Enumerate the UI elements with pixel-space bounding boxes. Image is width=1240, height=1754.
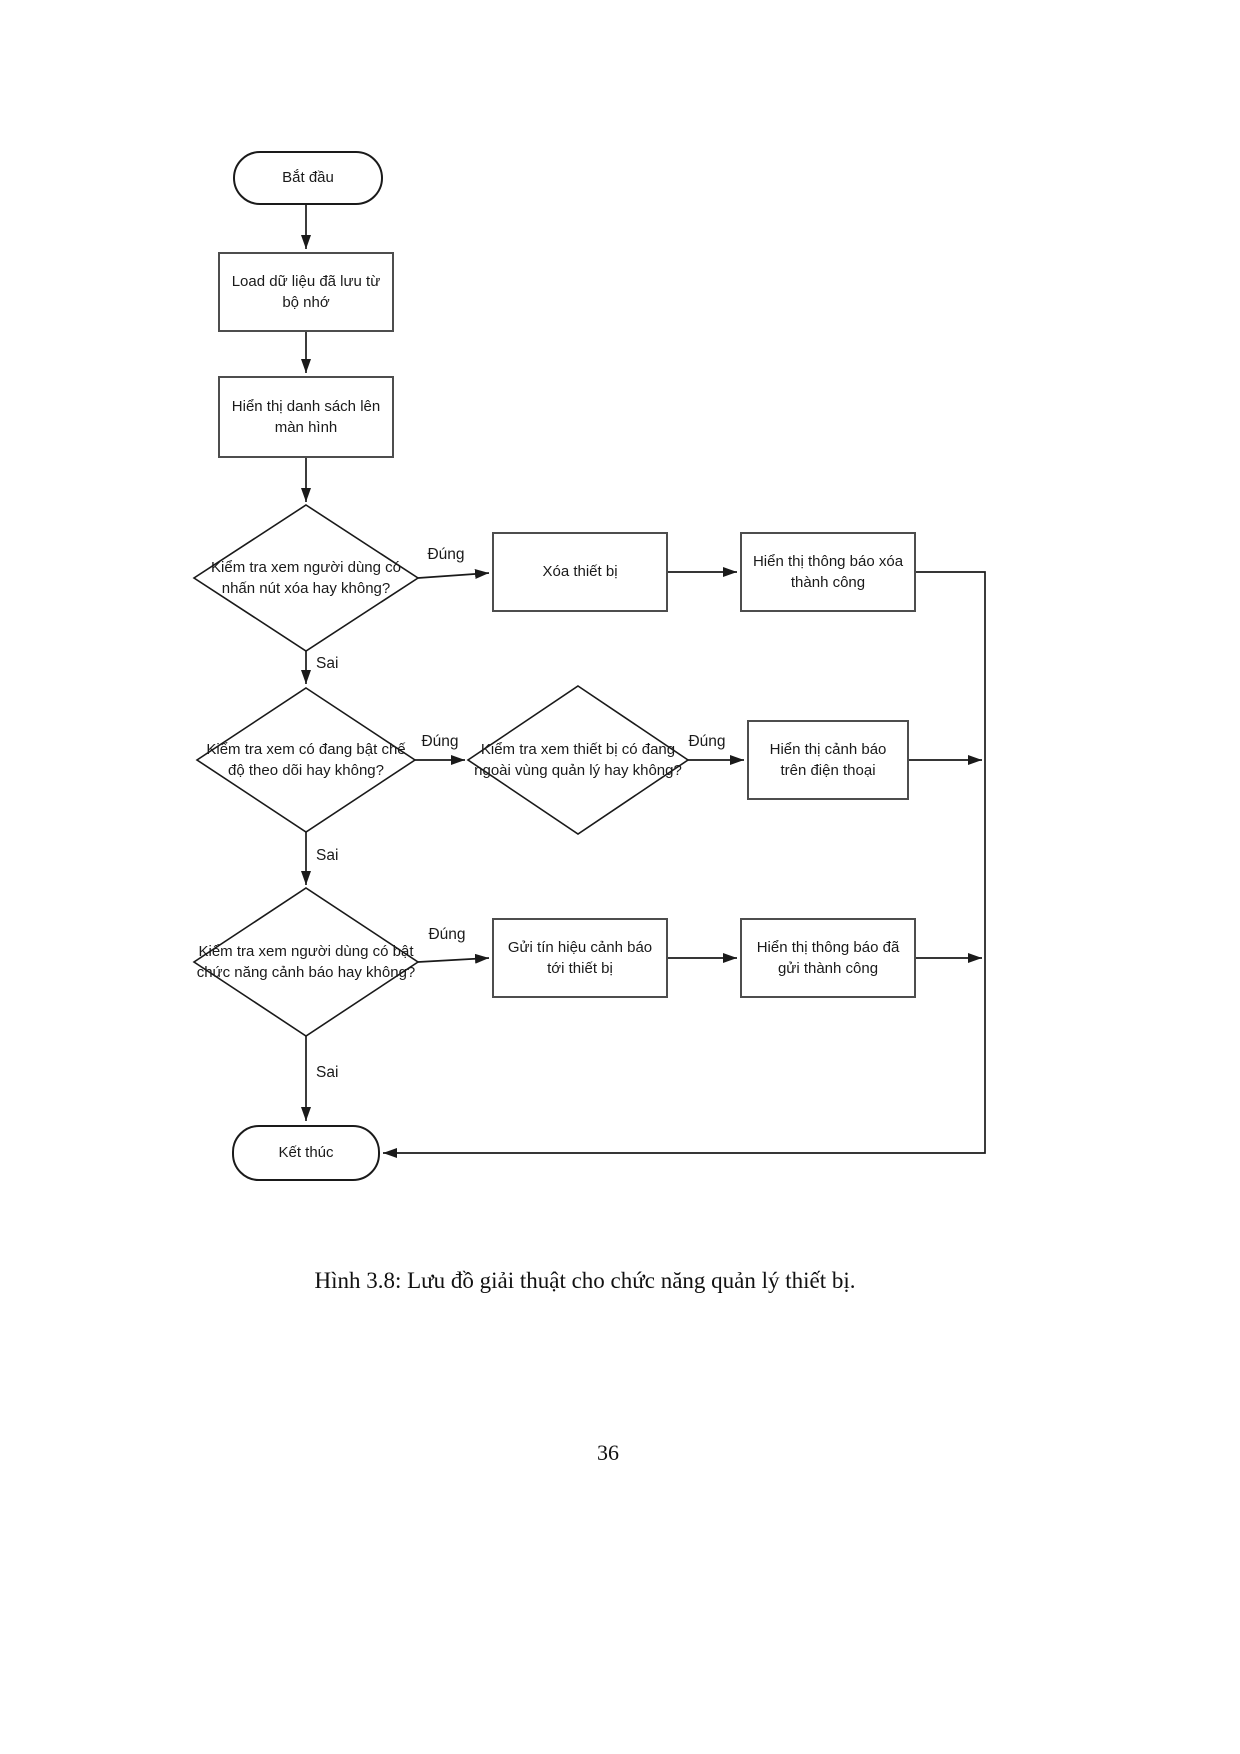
figure-caption: Hình 3.8: Lưu đồ giải thuật cho chức năn…: [314, 1268, 856, 1293]
check-out-of-zone-diamond-shape: [466, 685, 690, 835]
edge-label-delete-false: Sai: [316, 655, 339, 672]
check-alert-diamond-shape: [192, 887, 420, 1037]
start-node-label: Bắt đầu: [282, 169, 334, 187]
notify-delete-success-label: Hiển thị thông báo xóa thành công: [752, 552, 904, 591]
notify-delete-success-node: Hiển thị thông báo xóa thành công: [740, 532, 916, 612]
end-node-label: Kết thúc: [278, 1144, 334, 1162]
edge-label-delete-true: Đúng: [427, 546, 465, 563]
phone-alert-node: Hiển thị cảnh báo trên điện thoại: [747, 720, 909, 800]
load-data-node-label: Load dữ liệu đã lưu từ bộ nhớ: [231, 272, 381, 311]
end-node: Kết thúc: [232, 1125, 380, 1181]
edge-label-out-of-zone-true: Đúng: [688, 733, 726, 750]
load-data-node: Load dữ liệu đã lưu từ bộ nhớ: [218, 252, 394, 332]
display-list-node-label: Hiển thị danh sách lên màn hình: [231, 397, 381, 436]
edge-label-alert-false: Sai: [316, 1064, 339, 1081]
connector-check-delete-true: [417, 568, 490, 579]
check-alert-label: Kiểm tra xem người dùng có bật chức năng…: [196, 942, 416, 981]
connector-notify-delete-to-end: [383, 571, 986, 1158]
edge-label-alert-true: Đúng: [428, 926, 466, 943]
phone-alert-node-label: Hiển thị cảnh báo trên điện thoại: [769, 740, 887, 779]
connector-check-alert-true: [417, 953, 490, 964]
check-tracking-label: Kiểm tra xem có đang bật chế độ theo dõi…: [206, 740, 406, 779]
delete-device-node: Xóa thiết bị: [492, 532, 668, 612]
edge-label-tracking-false: Sai: [316, 847, 339, 864]
check-tracking-diamond-shape: [195, 687, 417, 833]
delete-device-node-label: Xóa thiết bị: [542, 563, 618, 581]
send-alert-node: Gửi tín hiệu cảnh báo tới thiết bị: [492, 918, 668, 998]
notify-send-success-label: Hiển thị thông báo đã gửi thành công: [756, 938, 900, 977]
send-alert-node-label: Gửi tín hiệu cảnh báo tới thiết bị: [507, 938, 653, 977]
check-alert-decision: Kiểm tra xem người dùng có bật chức năng…: [196, 905, 416, 1019]
page-number: 36: [597, 1440, 619, 1465]
edge-label-tracking-true: Đúng: [421, 733, 459, 750]
notify-send-success-node: Hiển thị thông báo đã gửi thành công: [740, 918, 916, 998]
check-out-of-zone-label: Kiểm tra xem thiết bị có đang ngoài vùng…: [474, 740, 682, 779]
check-tracking-decision: Kiểm tra xem có đang bật chế độ theo dõi…: [201, 712, 411, 808]
start-node: Bắt đầu: [233, 151, 383, 205]
check-out-of-zone-decision: Kiểm tra xem thiết bị có đang ngoài vùng…: [473, 712, 683, 808]
check-delete-diamond-shape: [192, 504, 420, 652]
check-delete-decision: Kiểm tra xem người dùng có nhấn nút xóa …: [196, 530, 416, 626]
display-list-node: Hiển thị danh sách lên màn hình: [218, 376, 394, 458]
check-delete-label: Kiểm tra xem người dùng có nhấn nút xóa …: [211, 558, 401, 597]
